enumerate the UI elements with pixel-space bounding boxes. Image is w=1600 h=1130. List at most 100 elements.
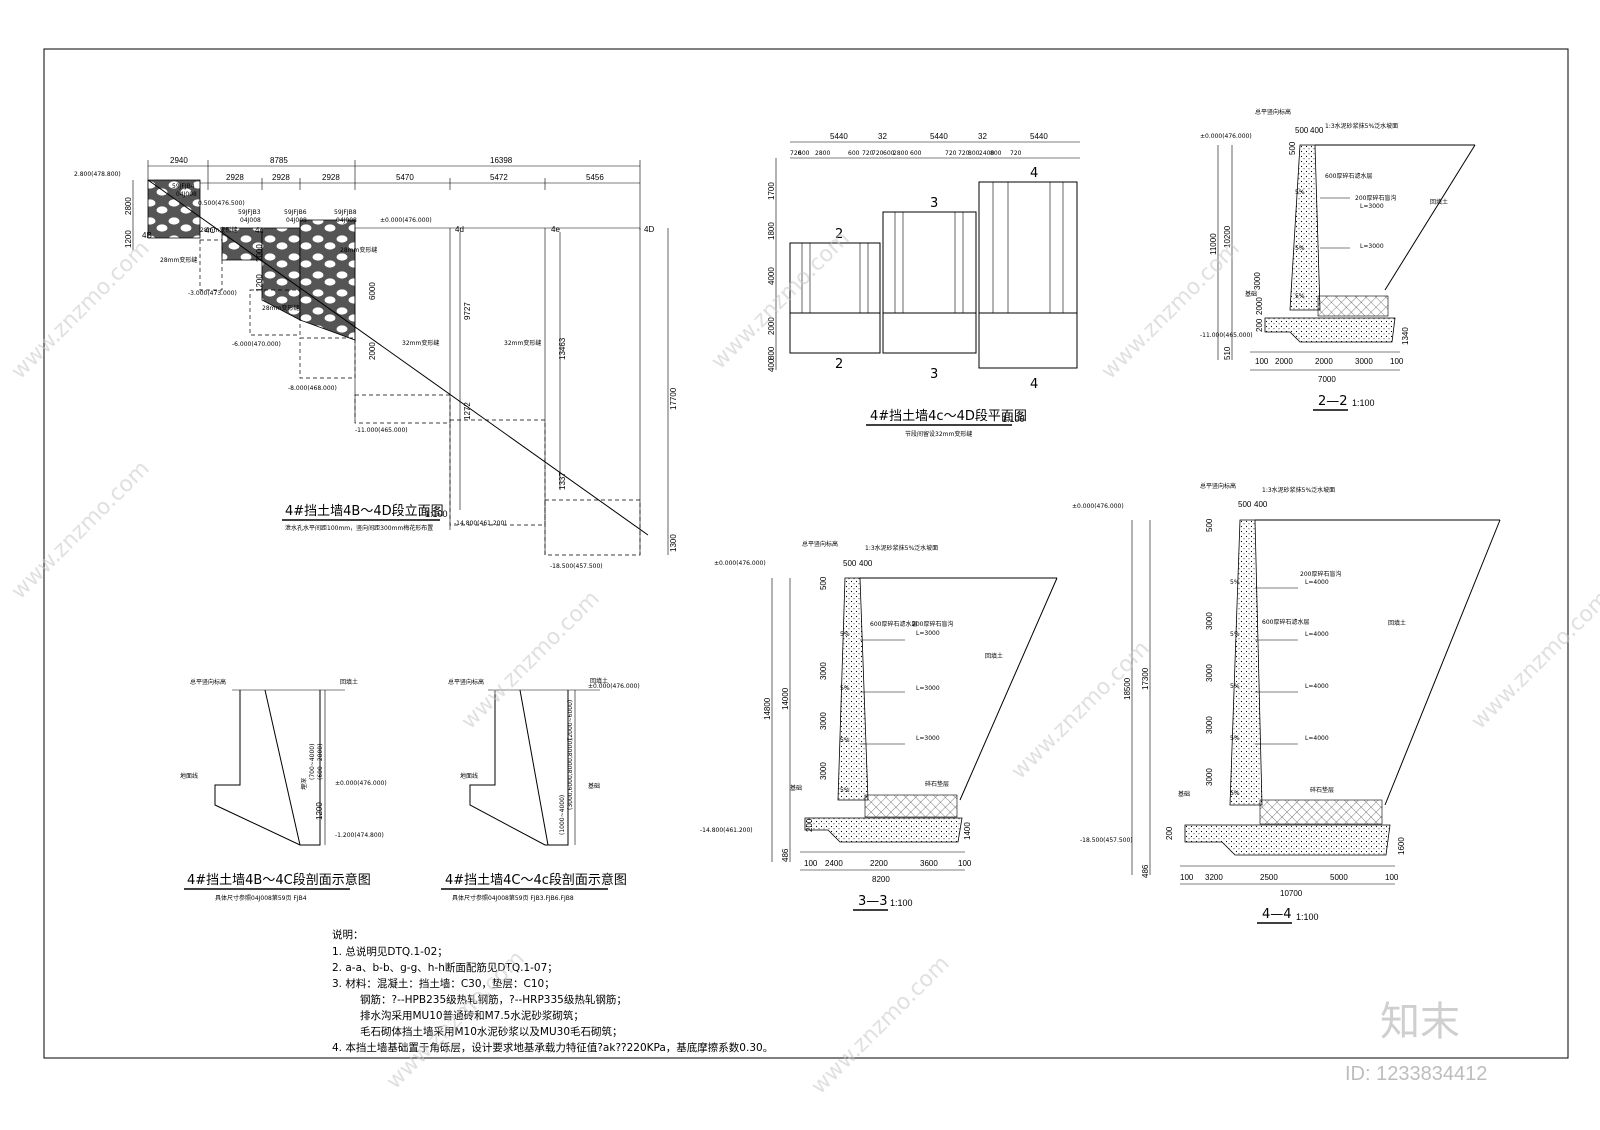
axis-label: 4c [255,226,263,235]
plan-subdim: 600 [883,150,895,157]
note-line: 钢筋：?--HPB235级热轧钢筋，?--HRP335级热轧钢筋； [360,993,627,1006]
sec22-label: 基础 [1245,290,1257,298]
plan-subdim: 720 [790,150,802,157]
sec22-label: 5% [1295,293,1305,300]
sec44-total: 10700 [1280,889,1303,898]
sec22-title: 2—2 [1318,394,1348,409]
sec22-dim: 200 [1255,318,1264,332]
sec44-label: 5% [1230,579,1240,586]
elev-level: -18.500(457.500) [550,563,603,570]
sec22-total: 7000 [1318,375,1336,384]
sec33-dim: 14000 [781,687,790,710]
sec33-label: 5% [840,787,850,794]
fjb-tag: 04J008 [336,217,357,224]
plan-scale: 1:100 [1002,414,1025,424]
watermark-text: www.znzmo.com [807,951,955,1099]
elev-inner-dim: 1337 [558,472,567,490]
plan-subdim: 2800 [815,150,830,157]
schem2-label: (2000~6000) [567,700,574,740]
sec22-label: L=3000 [1360,203,1384,210]
gap-label: 28mm变形缝 [340,246,377,254]
section-mark: 3 [930,196,938,211]
elev-level: -14.800(461.200) [454,520,507,527]
sec44-dim: 486 [1141,864,1150,878]
sec44-label: 碎石垫层 [1310,786,1334,794]
schem2-label: 回填土 [590,677,608,685]
sec33-label: 5% [840,685,850,692]
brand-logo: 知末 [1380,999,1460,1045]
elev-level: 2.800(478.800) [74,171,121,178]
sec22-label: 5% [1295,189,1305,196]
axis-label: 4d [455,225,464,234]
section-mark: 4 [1030,166,1038,181]
sec22-dim: 1340 [1401,327,1410,345]
sec44-label: 回填土 [1388,619,1406,627]
sec22-label: 总平竖向标高 [1255,108,1291,116]
plan-subdim: 600 [910,150,922,157]
sec33-label: 5% [840,631,850,638]
axis-label: 4e [551,225,560,234]
gap-label: 32mm变形缝 [402,339,439,347]
watermark-text: www.znzmo.com [7,456,155,604]
sec22-label: 600厚碎石滤水层 [1325,172,1372,180]
sec44-dim: 1600 [1397,837,1406,855]
sec44-label: 200厚碎石盲沟 [1300,570,1341,578]
sec33-dim: 500 [819,576,828,590]
sec44-label: 基础 [1178,790,1190,798]
plan-subdim: 600 [798,150,810,157]
sec44-scale: 1:100 [1296,912,1319,922]
sec44-title: 4—4 [1262,907,1292,922]
sec44-label: 600厚碎石滤水层 [1262,618,1309,626]
elev-dim-3: 16398 [490,156,513,165]
sec22-label: L=3000 [1360,243,1384,250]
sec44-label: 5% [1230,790,1240,797]
schem2-label: (1000~4000) [559,795,566,835]
sec44-dim: 500 [1205,518,1214,532]
sec33-label: 500 [843,559,857,568]
sec22-bdim: 100 [1255,357,1269,366]
gap-label: 28mm变形缝 [262,304,299,312]
sec44-label: L=4000 [1305,579,1329,586]
elevation-drawing: 2940 8785 16398 2928 2928 2928 5470 5472… [74,156,678,570]
sec33-bdim: 2400 [825,859,843,868]
plan-subdim: 720 [958,150,970,157]
note-line: 排水沟采用MU10普通砖和M7.5水泥砂浆砌筑； [360,1009,584,1022]
sec22-dim: 2000 [1255,297,1264,315]
fjb-tag: 59JFJB8 [334,209,357,216]
schem2-label: 地面线 [460,772,478,780]
plan-left-dim: 4000 [767,267,776,285]
fjb-tag: 59JFJB6 [284,209,307,216]
sec22-scale: 1:100 [1352,398,1375,408]
note-line: 1. 总说明见DTQ.1-02； [332,945,448,958]
sec22-level: ±0.000(476.000) [1200,133,1252,140]
watermark-text: www.znzmo.com [707,226,855,374]
sec33-level: -14.800(461.200) [700,827,753,834]
plan-subdim: 720 [872,150,884,157]
section-4-4: ±0.000(476.000) -18.500(457.500) 18500 1… [1072,482,1501,924]
sec44-level: -18.500(457.500) [1080,837,1133,844]
schem1-label: (700~4000) [309,744,316,780]
sec44-bdim: 5000 [1330,873,1348,882]
elev-inner-dim: 13463 [558,337,567,360]
section-2-2: ±0.000(476.000) -11.000(465.000) 11000 1… [1200,108,1476,411]
plan-left-dim: 2000 [767,317,776,335]
plan-left-dim: 1700 [767,182,776,200]
sec33-bdim: 100 [958,859,972,868]
schem1-label: 埋深 [300,778,308,790]
schematic-4C-4c: 总平竖向标高 ±0.000(476.000) (2000~6000) (3000… [441,677,640,902]
sec44-label: 总平竖向标高 [1200,482,1236,490]
gap-label: 32mm变形缝 [504,339,541,347]
elev-level: -11.000(465.000) [355,427,408,434]
elev-subdim: 5470 [396,173,414,182]
section-mark: 3 [930,367,938,382]
plan-left-dim: 1800 [767,222,776,240]
fjb-tag: 59JFJB4 [172,183,195,190]
schem2-label: 基础 [588,782,600,790]
note-line: 2. a-a、b-b、g-g、h-h断面配筋见DTQ.1-07； [332,961,558,974]
sec33-label: 5% [840,737,850,744]
schem2-subnote: 具体尺寸参照04J008第59页 FJB3.FJB6.FJB8 [452,894,574,902]
sec33-dim: 3000 [819,762,828,780]
watermark-text: www.znzmo.com [1467,586,1600,734]
sec33-dim: 200 [805,818,814,832]
schem1-title: 4#挡土墙4B～4C段剖面示意图 [187,872,371,888]
